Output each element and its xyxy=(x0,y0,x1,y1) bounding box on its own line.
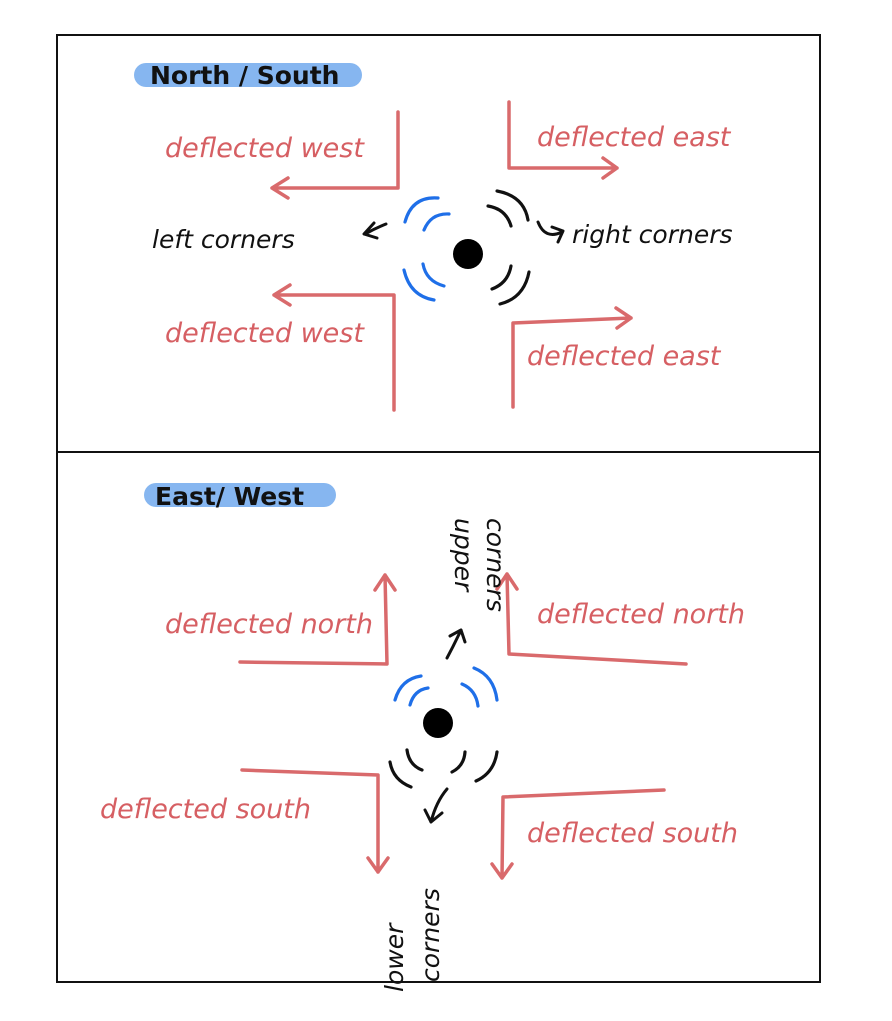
waves-upper-left-north-south xyxy=(403,196,451,232)
waves-upper-left-east-west xyxy=(393,674,430,707)
label-lower-corners: lower corners xyxy=(380,888,445,992)
label-upper-corners-line2: corners xyxy=(481,518,510,612)
panel-frame-east-west xyxy=(56,451,821,983)
center-dot-north-south xyxy=(453,239,483,269)
label-deflected-west-upper: deflected west xyxy=(165,133,365,164)
label-upper-corners-line1: upper xyxy=(449,518,478,593)
title-highlight-east-west xyxy=(144,483,336,507)
deflection-arrow-upper-left xyxy=(270,110,400,200)
label-deflected-east-lower: deflected east xyxy=(527,341,722,372)
panel-east-west: East/ West deflected north deflected nor… xyxy=(56,451,821,992)
label-right-corners: right corners xyxy=(572,220,733,249)
title-highlight-north-south xyxy=(134,63,362,87)
label-deflected-west-lower: deflected west xyxy=(165,318,365,349)
label-upper-corners: upper corners xyxy=(449,518,510,612)
deflection-arrow-upper-right xyxy=(507,100,619,180)
waves-lower-right-east-west xyxy=(450,750,499,783)
waves-lower-right-north-south xyxy=(490,264,531,306)
deflection-arrow-upper-right-ew xyxy=(495,572,688,666)
arrow-right-corners xyxy=(536,220,565,244)
waves-upper-right-north-south xyxy=(486,189,530,228)
center-dot-east-west xyxy=(423,708,453,738)
deflection-arrow-lower-right-ew xyxy=(490,788,666,880)
waves-upper-right-east-west xyxy=(460,666,499,708)
label-lower-corners-line2: corners xyxy=(416,888,445,982)
panel-north-south: North / South deflected west deflected e… xyxy=(56,34,821,453)
waves-lower-left-east-west xyxy=(388,748,424,789)
label-deflected-north-right: deflected north xyxy=(537,599,745,630)
waves-lower-left-north-south xyxy=(402,262,446,302)
arrow-left-corners xyxy=(362,221,388,240)
label-deflected-north-left: deflected north xyxy=(165,609,373,640)
label-deflected-south-left: deflected south xyxy=(100,794,311,825)
deflection-arrow-lower-left-ew xyxy=(240,768,390,874)
label-lower-corners-line1: lower xyxy=(380,922,409,992)
panel-title-north-south: North / South xyxy=(150,61,339,90)
arrow-lower-corners xyxy=(423,787,449,824)
arrow-upper-corners xyxy=(445,628,467,660)
deflection-arrow-lower-left xyxy=(272,283,396,412)
label-deflected-south-right: deflected south xyxy=(527,818,738,849)
deflection-arrow-lower-right xyxy=(511,306,633,409)
deflection-arrow-upper-left-ew xyxy=(238,573,397,666)
label-left-corners: left corners xyxy=(152,225,295,254)
panel-title-east-west: East/ West xyxy=(155,482,304,511)
label-deflected-east-upper: deflected east xyxy=(537,122,732,153)
